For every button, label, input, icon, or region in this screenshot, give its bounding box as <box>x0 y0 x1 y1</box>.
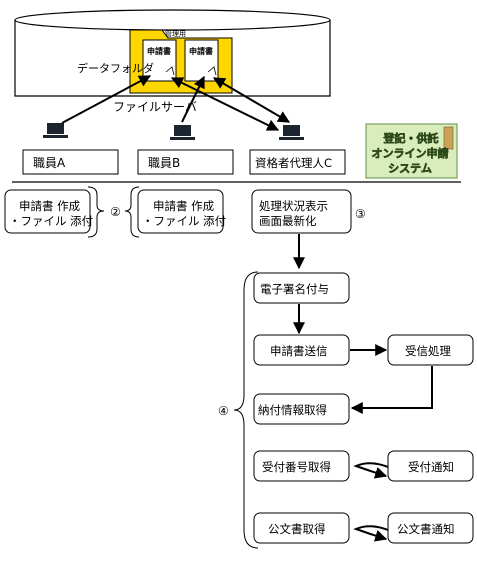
payment-box <box>253 393 350 425</box>
create-a-box <box>4 189 91 234</box>
user-c-box <box>249 149 346 175</box>
file-server-label: ファイルサーバ <box>113 100 197 114</box>
sign-box <box>253 272 350 304</box>
user-a-label: 職員A <box>33 156 66 170</box>
doc-b-fold-icon <box>207 66 217 76</box>
official-doc-box <box>253 512 350 544</box>
data-folder: 管理用 申請書 申請書 <box>129 29 233 94</box>
user-c-label: 資格者代理人C <box>255 156 332 170</box>
laptop-icon-c <box>279 125 304 140</box>
receipt-notice-box <box>387 450 474 482</box>
online-system-logo: 登記・供託 オンライン申請 システム <box>365 123 458 179</box>
payment-label: 納付情報取得 <box>258 403 327 417</box>
official-notice-label: 公文書通知 <box>397 522 455 536</box>
user-b-box <box>137 149 234 175</box>
admin-tab-label: 管理用 <box>165 29 186 38</box>
create-b-line1: 申請書 作成 <box>153 199 215 213</box>
sign-label: 電子署名付与 <box>260 282 329 296</box>
marker-2: ② <box>110 205 121 219</box>
arrow-a-to-doc <box>61 75 152 124</box>
laptop-icon-b <box>170 125 195 140</box>
official-doc-label: 公文書取得 <box>268 522 326 536</box>
laptop-icon-a <box>43 123 68 138</box>
send-label: 申請書送信 <box>270 344 328 358</box>
refresh-line2: 画面最新化 <box>259 214 317 228</box>
user-b-label: 職員B <box>148 156 180 170</box>
create-a-line1: 申請書 作成 <box>19 199 81 213</box>
data-folder-label: データフォルダ <box>77 61 154 75</box>
arrow-receive-to-payment <box>350 366 433 414</box>
logo-line-2: オンライン申請 <box>372 146 449 160</box>
refresh-line1: 処理状況表示 <box>259 199 328 213</box>
document-icon-b <box>184 39 219 82</box>
user-a-box <box>22 149 119 175</box>
brace-right <box>87 186 105 238</box>
logo-line-3: システム <box>388 162 432 175</box>
arrow-receipt-exchange <box>353 462 389 479</box>
doc-a-label: 申請書 <box>147 46 171 56</box>
document-icon-a <box>142 39 177 82</box>
marker-3: ③ <box>355 207 366 221</box>
official-notice-box <box>387 512 474 544</box>
logo-line-1: 登記・供託 <box>383 131 439 145</box>
receipt-notice-label: 受付通知 <box>408 460 454 474</box>
create-b-line2: ・ファイル 添付 <box>142 214 226 228</box>
brace-step-4 <box>233 271 259 549</box>
receive-box <box>387 334 474 366</box>
create-a-line2: ・ファイル 添付 <box>9 214 93 228</box>
receipt-number-label: 受付番号取得 <box>262 460 331 474</box>
doc-b-label: 申請書 <box>189 46 213 56</box>
doc-a-fold-icon <box>165 66 175 76</box>
refresh-box <box>251 189 352 234</box>
arrow-official-exchange <box>353 525 389 542</box>
brace-left <box>124 186 140 238</box>
receive-label: 受信処理 <box>405 344 451 358</box>
receipt-number-box <box>253 450 350 482</box>
send-box <box>253 334 350 366</box>
arrow-doc-b-to-c <box>212 77 291 123</box>
marker-4: ④ <box>218 404 229 418</box>
create-b-box <box>137 189 224 234</box>
server-top <box>14 9 331 31</box>
